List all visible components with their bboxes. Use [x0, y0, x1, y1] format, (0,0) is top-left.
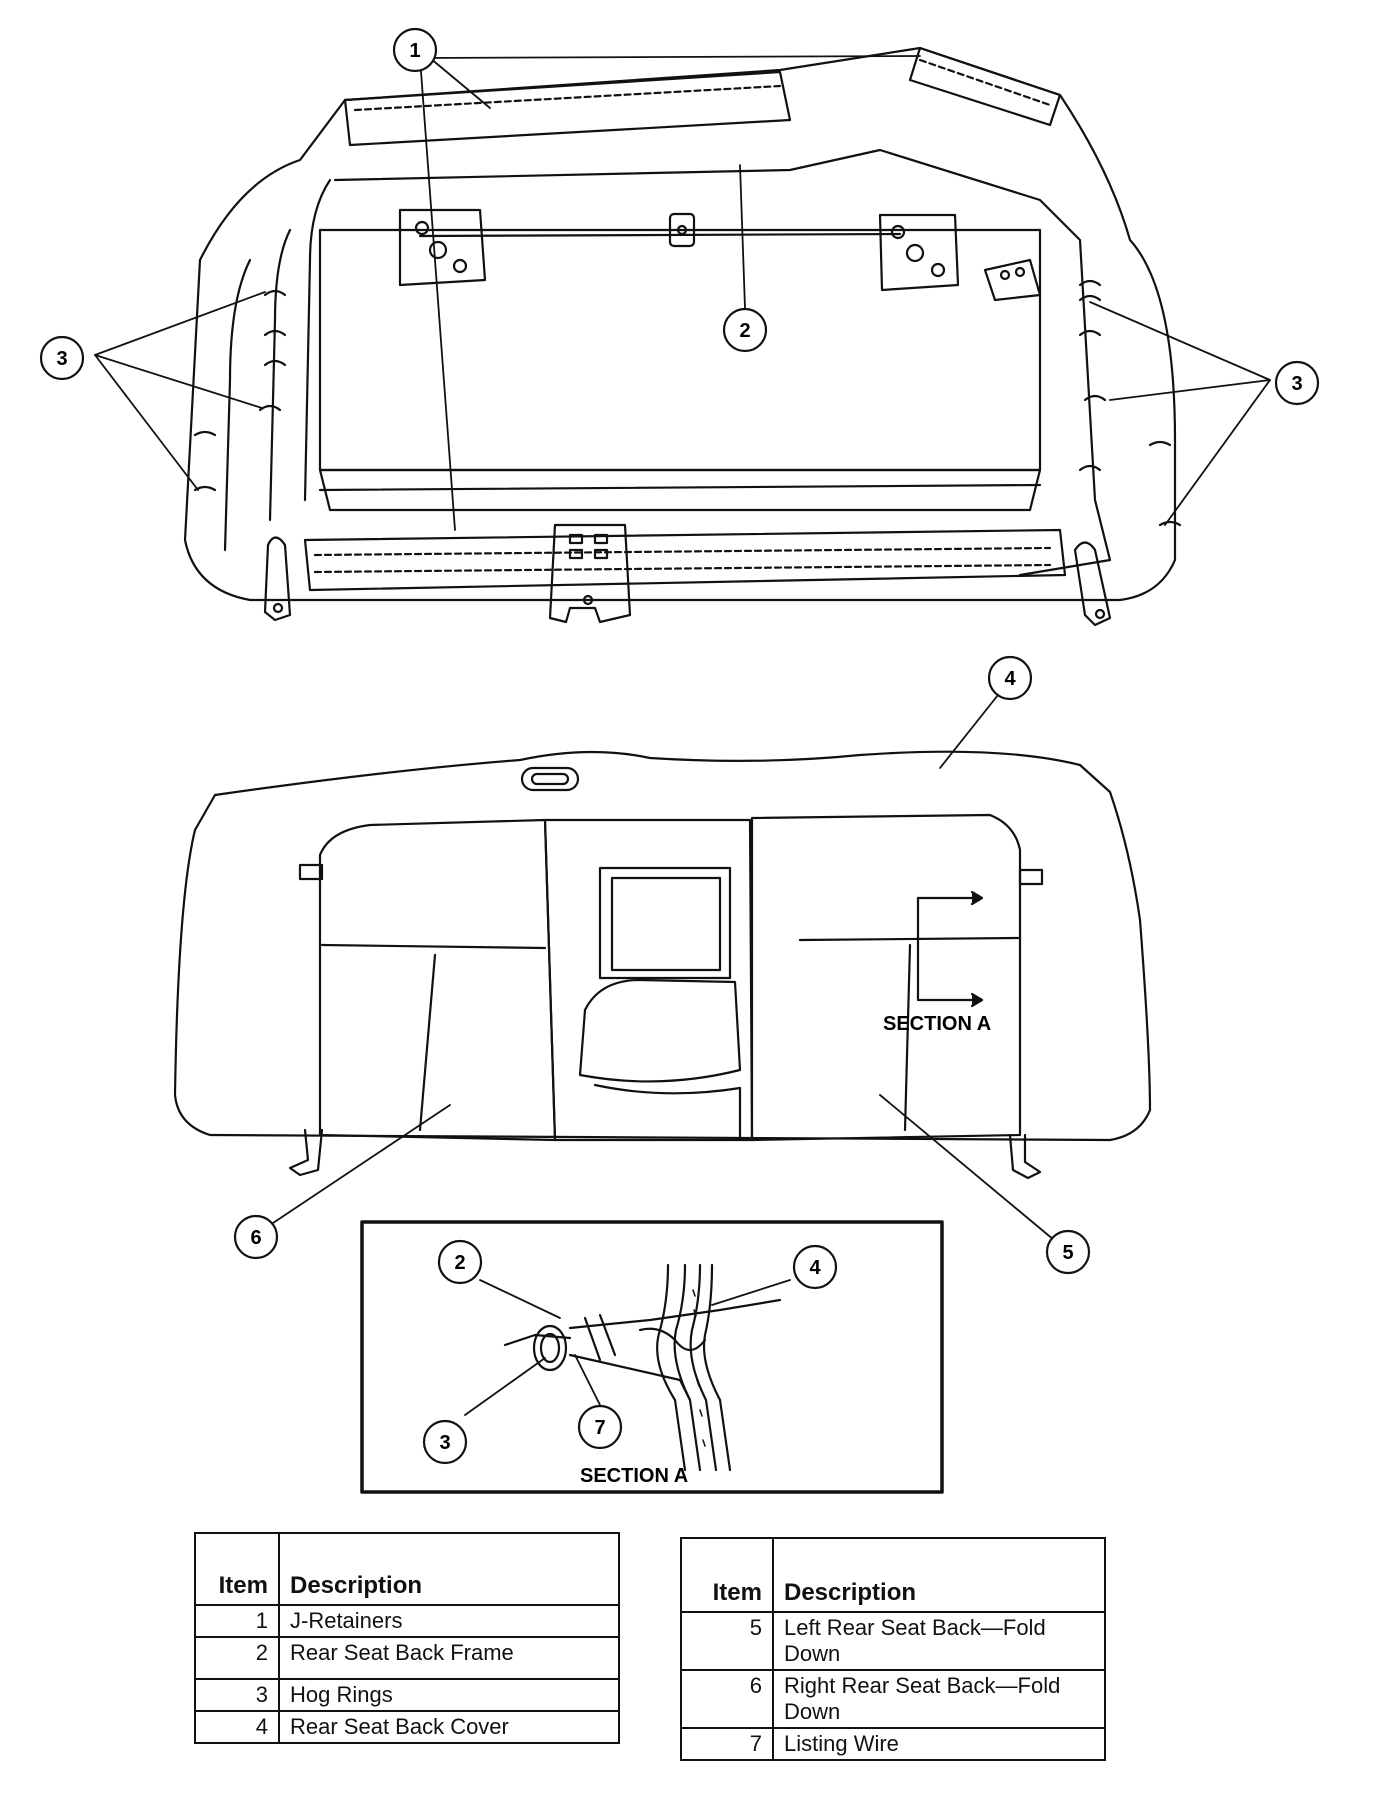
table-row: 4 Rear Seat Back Cover	[194, 1710, 620, 1744]
item-description: Right Rear Seat Back—Fold Down	[772, 1669, 1106, 1729]
legend-table-right: Item Description 5 Left Rear Seat Back—F…	[680, 1537, 1106, 1761]
table-row: 7 Listing Wire	[680, 1727, 1106, 1761]
callout-7-inset: 7	[577, 1404, 623, 1450]
item-description: J-Retainers	[278, 1604, 620, 1638]
callout-1: 1	[392, 27, 438, 73]
table-row: 6 Right Rear Seat Back—Fold Down	[680, 1669, 1106, 1729]
header-item: Item	[680, 1537, 774, 1613]
callout-3-right: 3	[1274, 360, 1320, 406]
svg-text:7: 7	[594, 1417, 605, 1439]
svg-text:4: 4	[809, 1257, 821, 1279]
table-row: 3 Hog Rings	[194, 1678, 620, 1712]
item-number: 2	[194, 1636, 280, 1680]
svg-text:5: 5	[1062, 1242, 1073, 1264]
callout-2-inset: 2	[437, 1239, 483, 1285]
item-number: 3	[194, 1678, 280, 1712]
seat-back-frame	[183, 46, 1182, 627]
item-number: 6	[680, 1669, 774, 1729]
item-description: Rear Seat Back Cover	[278, 1710, 620, 1744]
callout-3-left: 3	[39, 335, 85, 381]
seat-back-cover	[173, 750, 1152, 1180]
table-header-row: Item Description	[194, 1532, 620, 1606]
section-a-inset	[360, 1220, 944, 1494]
item-number: 7	[680, 1727, 774, 1761]
svg-text:1: 1	[409, 40, 420, 62]
svg-text:2: 2	[739, 320, 750, 342]
header-description: Description	[772, 1537, 1106, 1613]
item-number: 5	[680, 1611, 774, 1671]
svg-text:4: 4	[1004, 668, 1016, 690]
table-row: 5 Left Rear Seat Back—Fold Down	[680, 1611, 1106, 1671]
section-label-main: SECTION A	[883, 1013, 991, 1035]
callout-3-inset: 3	[422, 1419, 468, 1465]
callout-4-inset: 4	[792, 1244, 838, 1290]
callout-2: 2	[722, 307, 768, 353]
svg-text:3: 3	[56, 348, 67, 370]
svg-text:3: 3	[439, 1432, 450, 1454]
item-description: Listing Wire	[772, 1727, 1106, 1761]
header-item: Item	[194, 1532, 280, 1606]
svg-text:3: 3	[1291, 373, 1302, 395]
item-number: 1	[194, 1604, 280, 1638]
leader-lines-top	[94, 55, 1271, 531]
item-description: Hog Rings	[278, 1678, 620, 1712]
callout-6: 6	[233, 1214, 279, 1260]
callout-5: 5	[1045, 1229, 1091, 1275]
leader-lines-middle	[269, 694, 1061, 1246]
table-header-row: Item Description	[680, 1537, 1106, 1613]
item-description: Rear Seat Back Frame	[278, 1636, 620, 1680]
svg-text:6: 6	[250, 1227, 261, 1249]
header-description: Description	[278, 1532, 620, 1606]
table-row: 2 Rear Seat Back Frame	[194, 1636, 620, 1680]
table-row: 1 J-Retainers	[194, 1604, 620, 1638]
item-description: Left Rear Seat Back—Fold Down	[772, 1611, 1106, 1671]
svg-text:2: 2	[454, 1252, 465, 1274]
legend-table-left: Item Description 1 J-Retainers 2 Rear Se…	[194, 1532, 620, 1744]
item-number: 4	[194, 1710, 280, 1744]
callout-4: 4	[987, 655, 1033, 701]
leader-lines-inset	[464, 1279, 791, 1416]
section-label-inset: SECTION A	[580, 1465, 688, 1487]
